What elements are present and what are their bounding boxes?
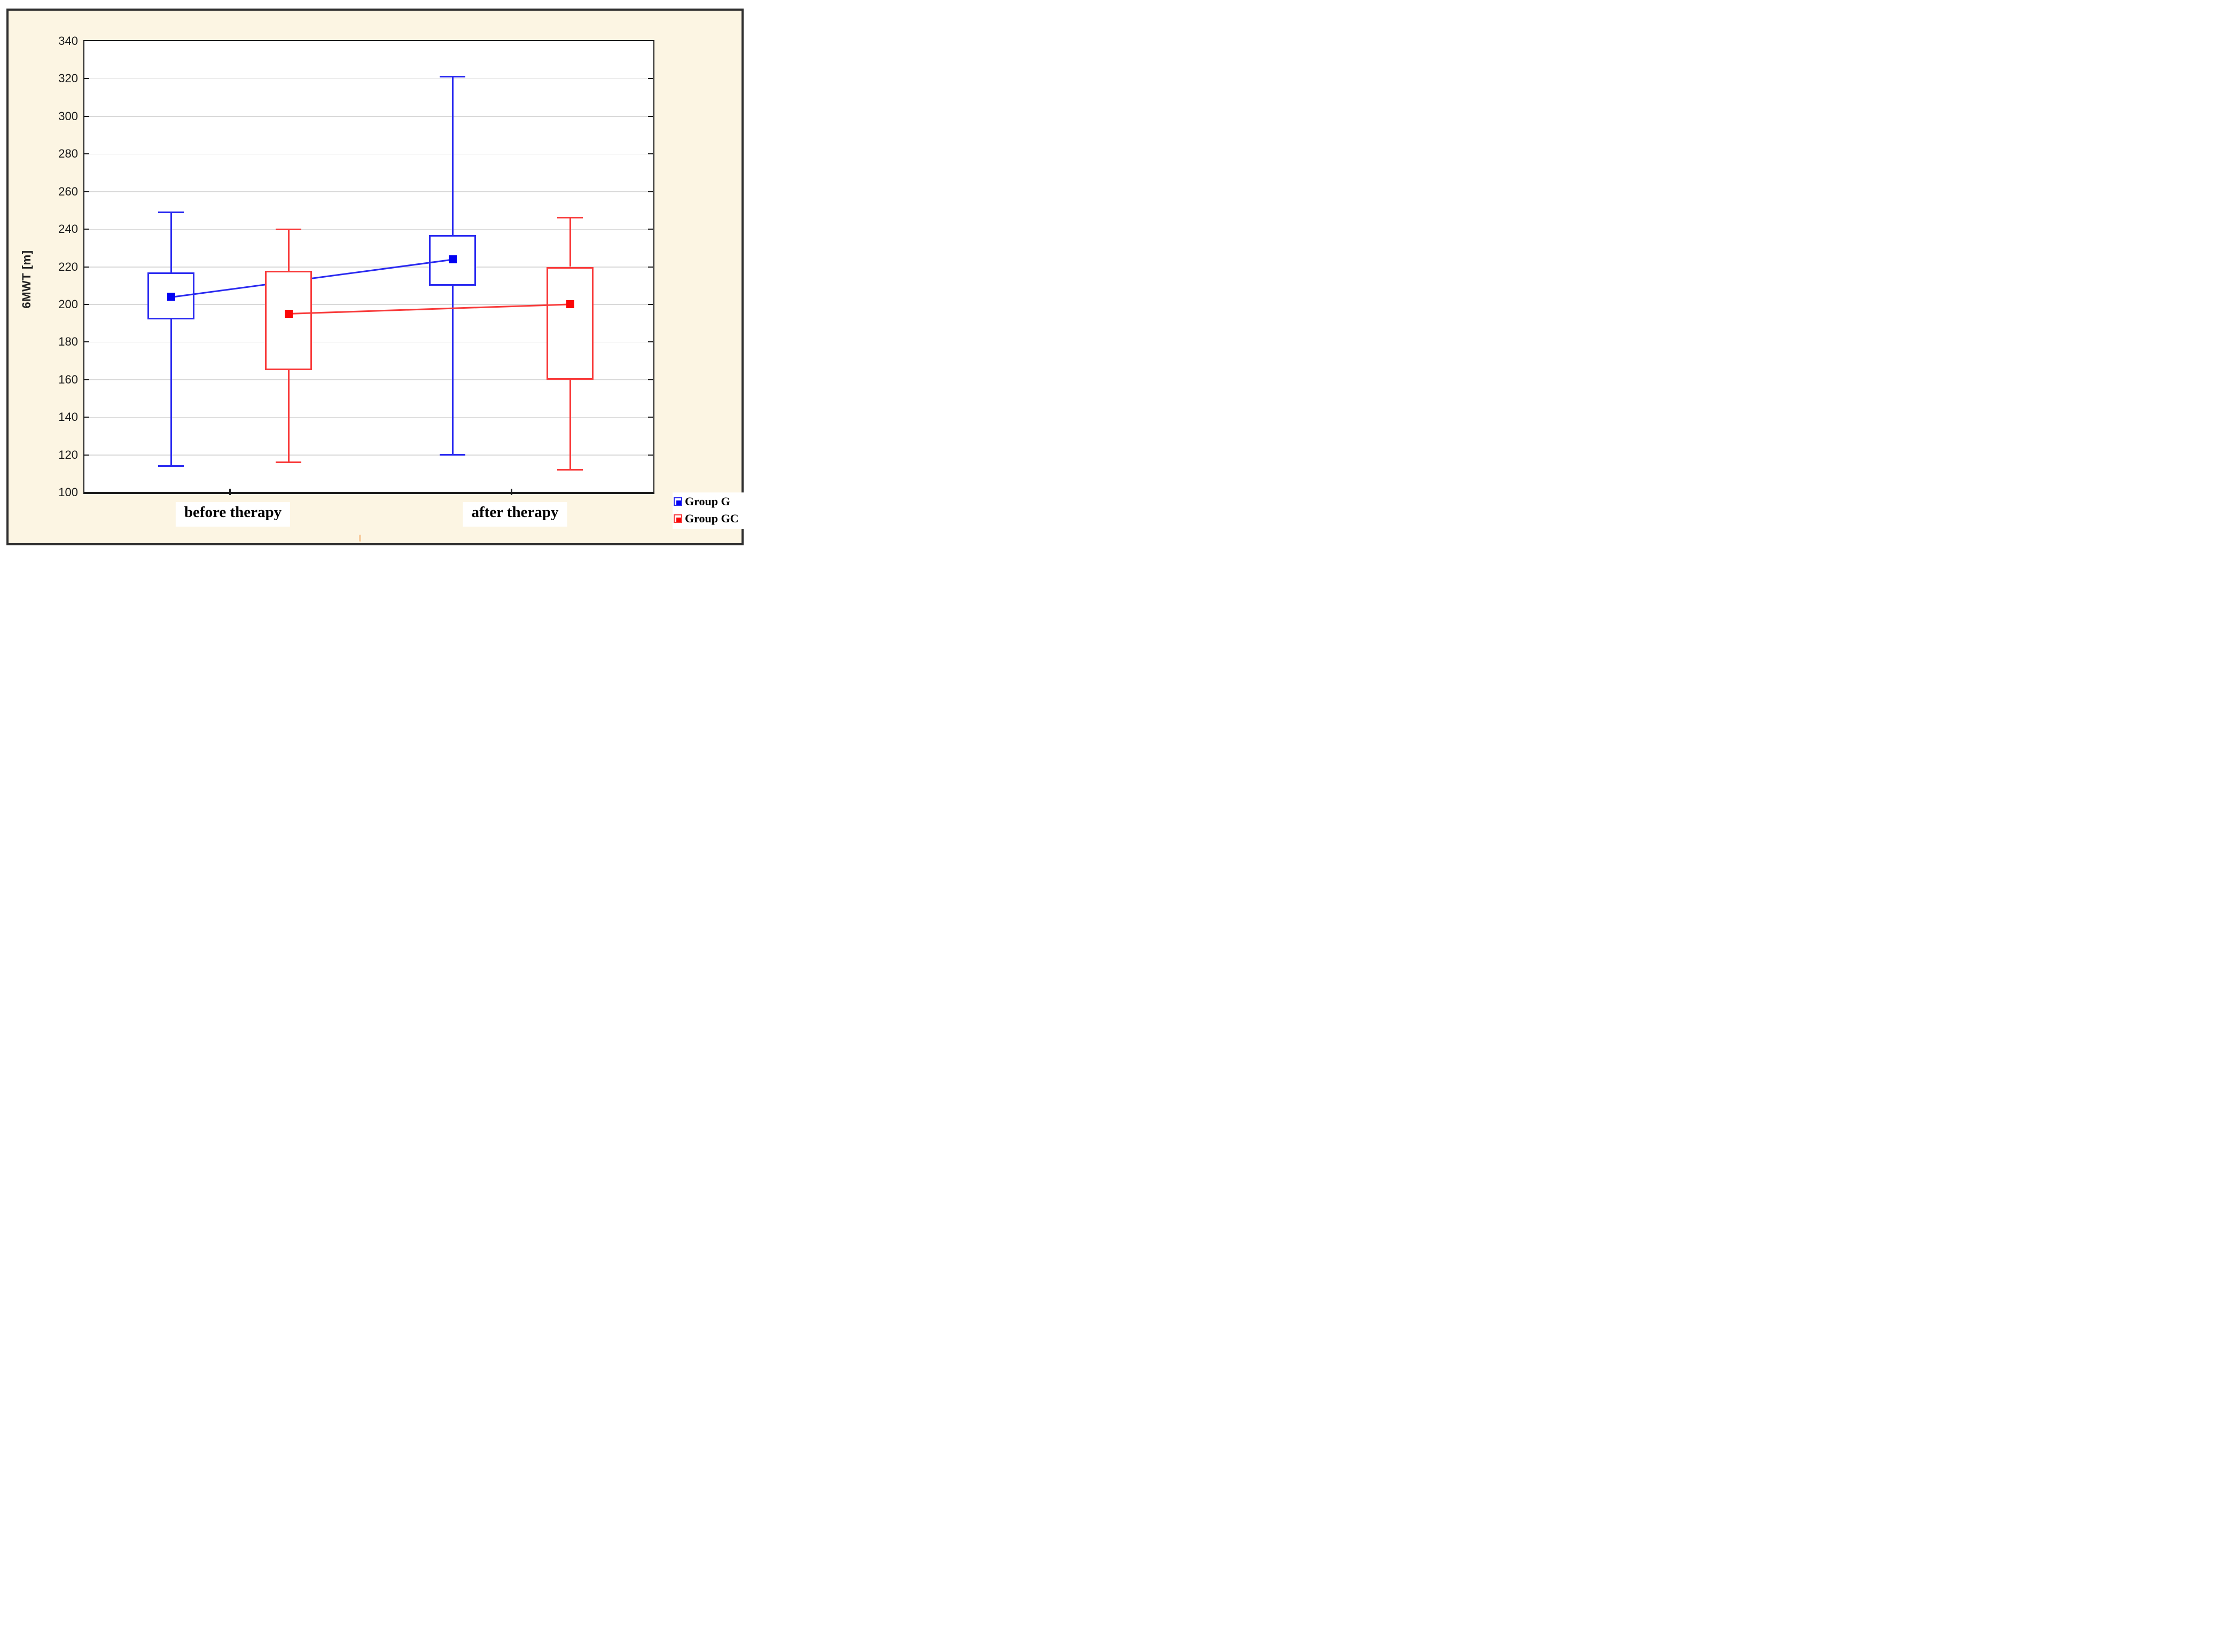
mean-marker xyxy=(167,293,175,301)
y-axis-tick xyxy=(648,341,653,343)
y-axis-tick xyxy=(648,454,653,456)
whisker-line xyxy=(569,379,571,470)
whisker-cap xyxy=(276,461,301,464)
y-tick-label: 220 xyxy=(58,260,78,273)
legend: Group G Group GC xyxy=(673,492,747,529)
y-axis-tick xyxy=(84,454,89,456)
y-tick-label: 200 xyxy=(58,297,78,311)
box-iqr xyxy=(147,272,194,320)
y-axis-tick xyxy=(84,115,89,117)
gridline xyxy=(84,191,653,192)
x-axis-tick xyxy=(229,489,231,495)
box-marker-icon xyxy=(674,514,682,523)
gridline xyxy=(84,417,653,418)
whisker-line xyxy=(287,370,290,463)
legend-label: Group GC xyxy=(685,512,739,525)
legend-item-group-g: Group G xyxy=(674,493,747,510)
y-tick-label: 340 xyxy=(58,34,78,48)
y-axis-tick xyxy=(648,417,653,418)
x-category-label-before-therapy: before therapy xyxy=(175,502,291,527)
box-marker-fill xyxy=(676,500,681,505)
y-axis-tick xyxy=(648,379,653,380)
y-tick-label: 260 xyxy=(58,184,78,198)
box-marker-icon xyxy=(674,497,682,506)
y-tick-label: 300 xyxy=(58,109,78,123)
mean-marker xyxy=(284,310,293,318)
y-axis-tick xyxy=(84,303,89,305)
y-axis-tick xyxy=(84,341,89,343)
whisker-line xyxy=(170,212,172,273)
x-axis-tick xyxy=(511,489,512,495)
y-tick-label: 140 xyxy=(58,410,78,424)
y-tick-label: 320 xyxy=(58,72,78,85)
gridline xyxy=(84,304,653,305)
whisker-line xyxy=(569,217,571,267)
gridline xyxy=(84,229,653,230)
x-category-label-after-therapy: after therapy xyxy=(463,502,567,527)
box-marker-fill xyxy=(676,518,681,522)
y-axis-tick xyxy=(648,153,653,155)
y-axis-title: 6MWT [m] xyxy=(20,250,33,309)
y-axis-tick xyxy=(648,115,653,117)
whisker-cap xyxy=(276,228,301,230)
y-axis-tick xyxy=(84,78,89,80)
box-iqr xyxy=(265,270,312,371)
y-axis-tick xyxy=(648,78,653,80)
box-iqr xyxy=(547,267,594,380)
whisker-cap xyxy=(158,465,184,467)
y-axis-tick xyxy=(84,191,89,192)
y-tick-label: 280 xyxy=(58,147,78,161)
whisker-line xyxy=(170,319,172,466)
whisker-cap xyxy=(440,76,465,78)
whisker-cap xyxy=(557,217,583,219)
y-axis-tick xyxy=(648,229,653,230)
gridline xyxy=(84,379,653,380)
y-tick-label: 240 xyxy=(58,222,78,236)
whisker-line xyxy=(451,285,454,455)
legend-item-group-gc: Group GC xyxy=(674,510,747,527)
whisker-line xyxy=(451,76,454,235)
y-tick-label: 100 xyxy=(58,486,78,499)
gridline xyxy=(84,78,653,80)
y-tick-label: 160 xyxy=(58,372,78,386)
mean-marker xyxy=(448,255,457,263)
y-axis-tick xyxy=(84,229,89,230)
gridline xyxy=(84,341,653,343)
whisker-line xyxy=(287,229,290,271)
y-axis-tick xyxy=(648,303,653,305)
gridline xyxy=(84,116,653,117)
y-axis-tick xyxy=(84,379,89,380)
gridline xyxy=(84,455,653,456)
whisker-cap xyxy=(557,469,583,471)
gridline xyxy=(84,267,653,268)
y-axis-tick xyxy=(84,417,89,418)
mean-marker xyxy=(566,300,574,309)
gridline xyxy=(84,153,653,155)
y-axis-tick xyxy=(84,266,89,268)
y-tick-label: 120 xyxy=(58,448,78,461)
y-tick-label: 180 xyxy=(58,335,78,349)
whisker-cap xyxy=(440,454,465,456)
y-axis-tick xyxy=(84,153,89,155)
artifact-mark xyxy=(359,535,361,542)
y-axis-tick xyxy=(648,191,653,192)
legend-label: Group G xyxy=(685,495,730,508)
whisker-cap xyxy=(158,211,184,213)
y-axis-tick xyxy=(648,266,653,268)
